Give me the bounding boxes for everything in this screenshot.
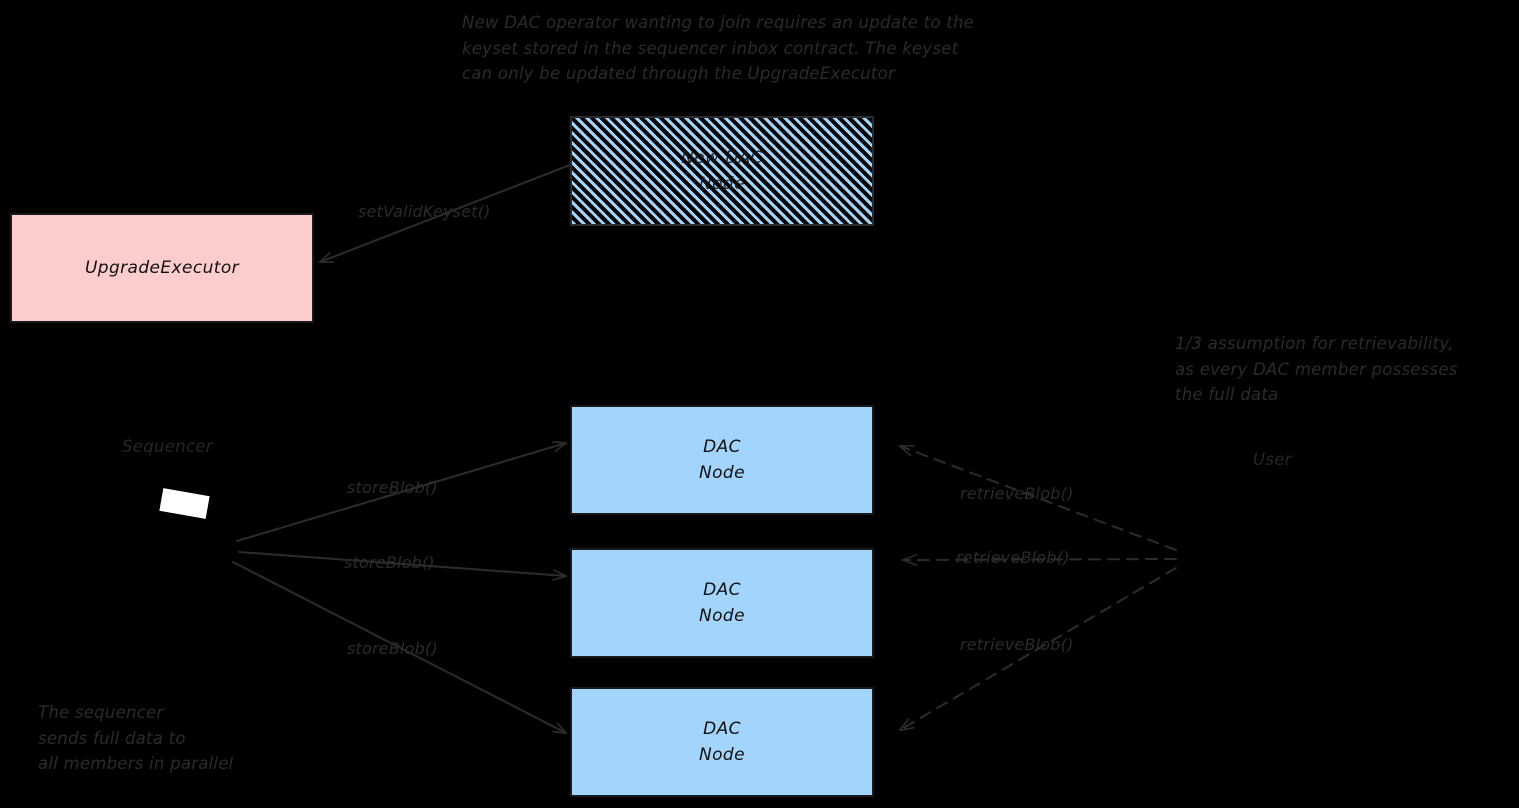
annotation-top-note: New DAC operator wanting to join require…: [462, 13, 975, 84]
node-dac-node-3[interactable]: DAC Node: [570, 687, 874, 797]
node-dac-node-1[interactable]: DAC Node: [570, 405, 874, 515]
node-dac-node-3-line-1: DAC: [703, 718, 741, 739]
annotation-bottom-left-note: The sequencer sends full data to all mem…: [38, 703, 234, 774]
node-dac-node-1-line-2: Node: [699, 463, 745, 483]
edge-label-retrieve-blob-3: retrieveBlob(): [960, 635, 1074, 654]
actor-label-user: User: [1253, 450, 1292, 469]
node-dac-node-2-line-1: DAC: [703, 579, 741, 600]
node-dac-node-2[interactable]: DAC Node: [570, 548, 874, 658]
edge-label-store-blob-3: storeBlob(): [347, 639, 438, 658]
node-new-dac-node[interactable]: New DAC Node: [570, 116, 874, 226]
annotation-right-note: 1/3 assumption for retrievability, as ev…: [1175, 334, 1458, 405]
node-upgrade-executor[interactable]: UpgradeExecutor: [10, 213, 314, 323]
node-new-dac-node-line-2: Node: [699, 174, 745, 194]
sequencer-glyph: [159, 488, 210, 519]
edge-label-set-valid-keyset: setValidKeyset(): [358, 202, 491, 221]
edge-label-retrieve-blob-1: retrieveBlob(): [960, 484, 1074, 503]
edge-label-store-blob-1: storeBlob(): [347, 478, 438, 497]
edge-label-retrieve-blob-2: retrieveBlob(): [956, 548, 1070, 567]
node-dac-node-3-line-2: Node: [699, 745, 745, 765]
node-dac-node-2-line-2: Node: [699, 606, 745, 626]
node-upgrade-executor-label: UpgradeExecutor: [84, 257, 240, 278]
node-new-dac-node-line-1: New DAC: [681, 147, 763, 168]
actor-label-sequencer: Sequencer: [122, 437, 213, 456]
edge-label-store-blob-2: storeBlob(): [344, 553, 435, 572]
node-dac-node-1-line-1: DAC: [703, 436, 741, 457]
